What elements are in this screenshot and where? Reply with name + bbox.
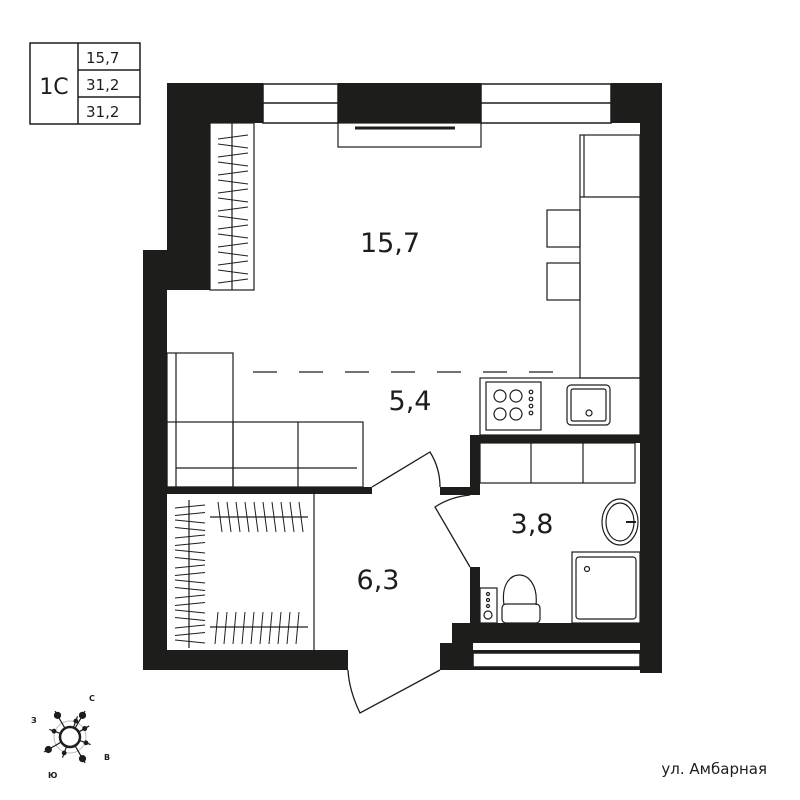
hanger-hatching bbox=[174, 134, 304, 645]
room-area-bathroom: 3,8 bbox=[511, 509, 554, 540]
hatch-line bbox=[174, 609, 206, 614]
hatch-line bbox=[262, 501, 268, 533]
compass-ray-tip bbox=[83, 740, 89, 746]
hatch-line bbox=[174, 534, 206, 539]
hatch-line bbox=[250, 611, 255, 645]
compass-ray-tip bbox=[61, 750, 67, 756]
hatch-line bbox=[217, 206, 249, 212]
hatch-line bbox=[174, 602, 206, 606]
hatch-line bbox=[217, 251, 249, 257]
hatch-line bbox=[174, 542, 206, 546]
hatch-line bbox=[232, 611, 237, 645]
compass-ray-tip bbox=[44, 745, 52, 754]
hatch-line bbox=[253, 501, 259, 533]
hatch-line bbox=[217, 170, 249, 176]
hatch-line bbox=[217, 269, 249, 275]
hatch-line bbox=[217, 260, 249, 266]
table-value-total-2: 31,2 bbox=[86, 103, 119, 121]
hatch-line bbox=[217, 224, 249, 230]
hatch-line bbox=[174, 549, 206, 554]
street-name: ул. Амбарная bbox=[661, 760, 767, 778]
hatch-line bbox=[174, 632, 206, 636]
hatch-line bbox=[286, 611, 291, 645]
hatch-line bbox=[217, 179, 249, 185]
compass-ray-tip bbox=[53, 711, 62, 719]
windows bbox=[262, 83, 641, 668]
hatch-line bbox=[217, 143, 249, 149]
room-area-kitchen: 5,4 bbox=[389, 386, 432, 417]
compass-ray-tip bbox=[78, 711, 87, 719]
hatch-line bbox=[174, 512, 206, 516]
compass-west: З bbox=[31, 716, 37, 725]
compass-north: С bbox=[89, 694, 95, 703]
hatch-line bbox=[174, 564, 206, 569]
hatch-line bbox=[174, 557, 206, 561]
compass-ray-tip bbox=[51, 728, 57, 734]
room-area-hall: 6,3 bbox=[357, 565, 400, 596]
hatch-line bbox=[277, 611, 282, 645]
hatch-line bbox=[217, 197, 249, 203]
hatch-line bbox=[174, 519, 206, 524]
hatch-line bbox=[226, 501, 232, 533]
hatch-line bbox=[289, 501, 295, 533]
hatch-line bbox=[174, 572, 206, 576]
hatch-line bbox=[174, 579, 206, 584]
hatch-line bbox=[174, 624, 206, 629]
hatch-line bbox=[217, 278, 249, 284]
hatch-line bbox=[298, 501, 304, 533]
hatch-line bbox=[217, 242, 249, 248]
hatch-line bbox=[174, 527, 206, 531]
compass-south: Ю bbox=[48, 771, 57, 780]
hatch-line bbox=[223, 611, 228, 645]
hatch-line bbox=[268, 611, 273, 645]
hatch-line bbox=[241, 611, 246, 645]
hatch-line bbox=[235, 501, 241, 533]
hatch-line bbox=[174, 504, 206, 509]
hatch-line bbox=[271, 501, 277, 533]
walls bbox=[143, 83, 662, 673]
compass-ray-tip bbox=[73, 718, 79, 724]
hatch-line bbox=[217, 233, 249, 239]
compass-east: В bbox=[104, 753, 110, 762]
compass-ray-tip bbox=[78, 755, 87, 763]
hatch-line bbox=[174, 617, 206, 621]
hatch-line bbox=[174, 639, 206, 644]
summary-table bbox=[29, 42, 141, 125]
hatch-line bbox=[259, 611, 264, 645]
hatch-line bbox=[217, 134, 249, 140]
hatch-line bbox=[214, 611, 219, 645]
hatch-line bbox=[280, 501, 286, 533]
room-area-living: 15,7 bbox=[360, 228, 420, 259]
hatch-line bbox=[217, 501, 223, 533]
unit-type: 1С bbox=[39, 75, 68, 100]
hatch-line bbox=[244, 501, 250, 533]
compass-ray-tip bbox=[82, 726, 88, 731]
table-value-living: 15,7 bbox=[86, 49, 119, 67]
hatch-line bbox=[295, 611, 300, 645]
hatch-line bbox=[217, 188, 249, 194]
furniture bbox=[166, 122, 641, 650]
hatch-line bbox=[217, 215, 249, 221]
hatch-line bbox=[217, 161, 249, 167]
hatch-line bbox=[174, 594, 206, 599]
doors bbox=[347, 451, 471, 714]
table-value-total: 31,2 bbox=[86, 76, 119, 94]
hatch-line bbox=[174, 587, 206, 591]
hatch-line bbox=[217, 152, 249, 158]
compass-rose-icon bbox=[43, 710, 91, 764]
